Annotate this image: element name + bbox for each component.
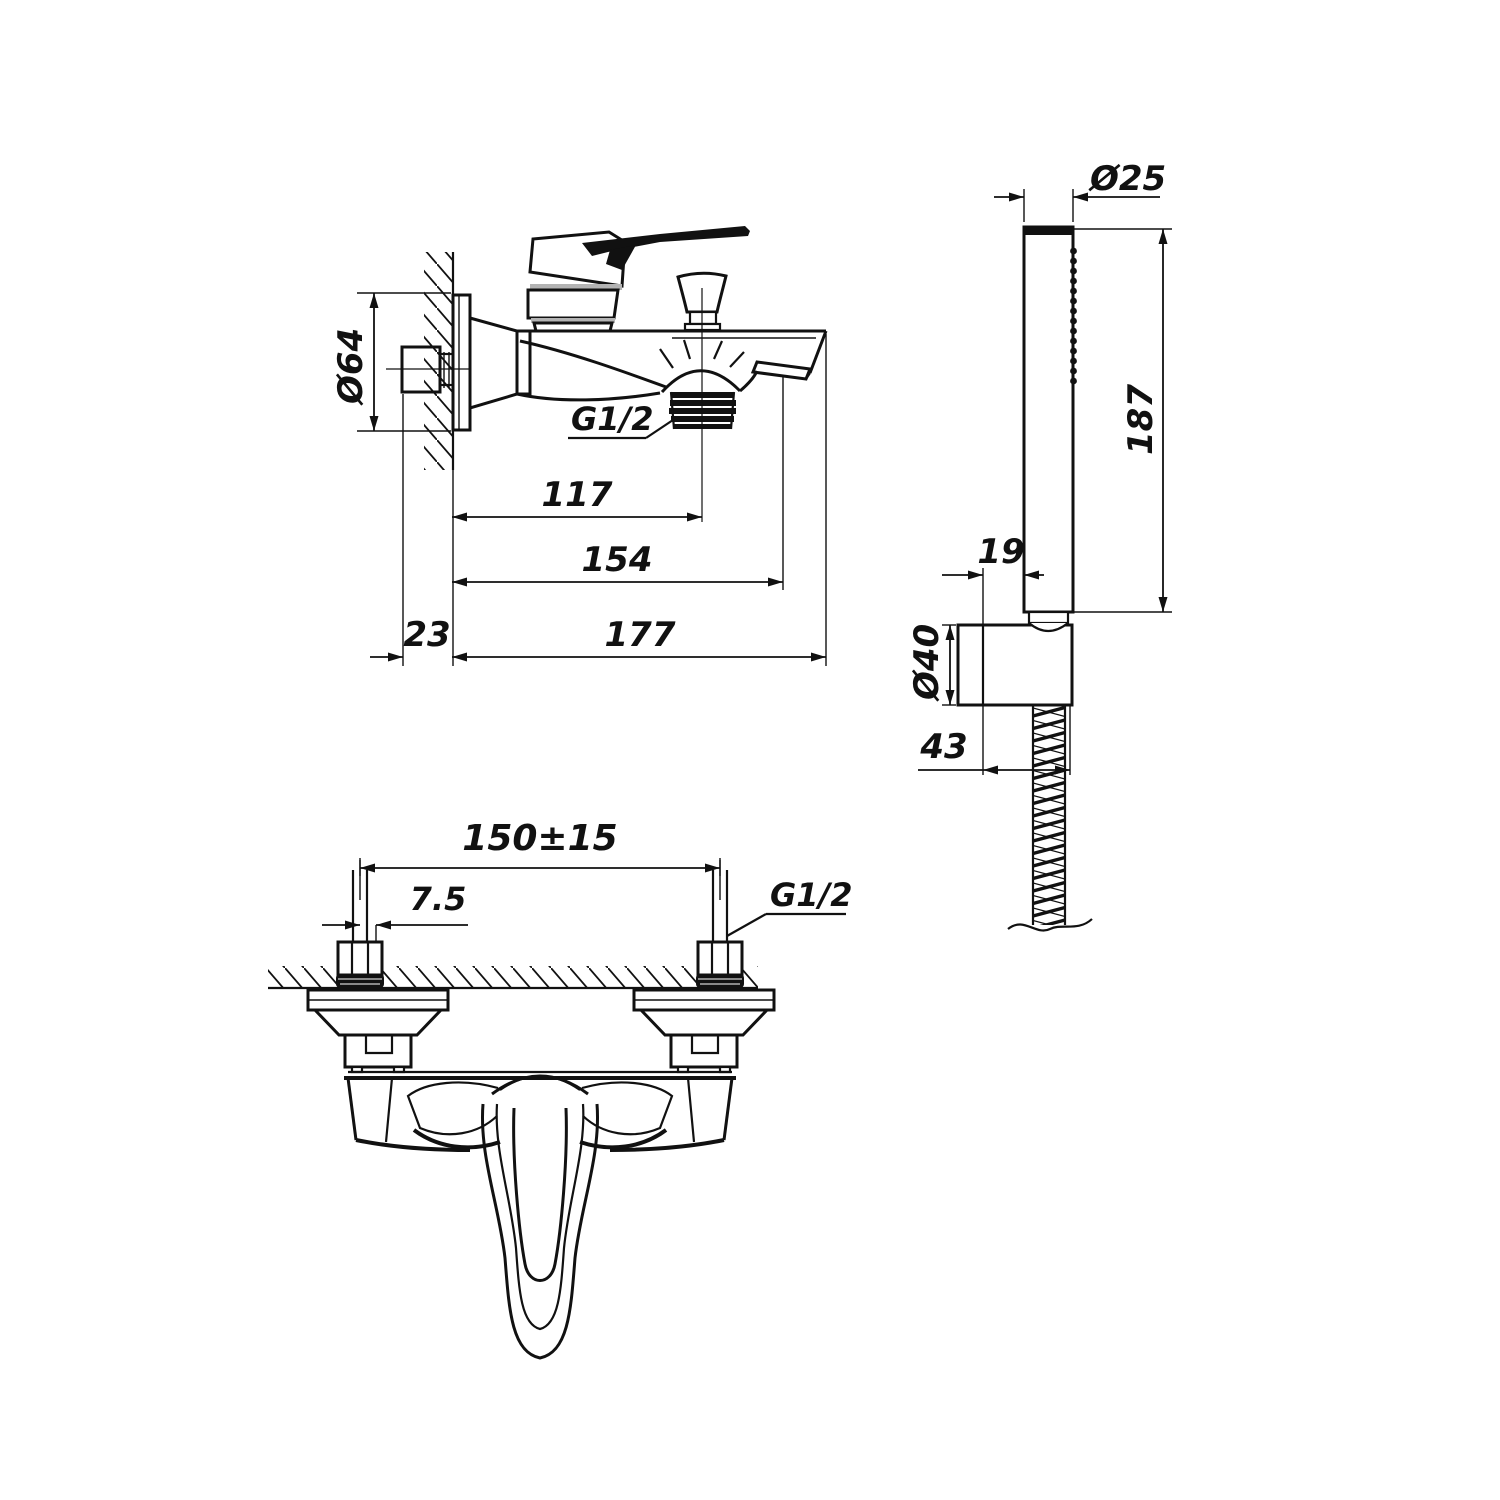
right-inlet-connector xyxy=(632,940,776,1074)
spray-nozzle-dots xyxy=(1070,247,1077,385)
dimension-154: 154 xyxy=(452,376,784,590)
diverter-knob xyxy=(676,271,728,522)
thread-label-side: G1/2 xyxy=(571,400,653,438)
dim-label-7-5: 7.5 xyxy=(410,880,467,918)
front-view-mixer: 150±15 7.5 G1/2 xyxy=(268,818,852,1360)
spout xyxy=(516,329,828,402)
diameter-label-25: Ø25 xyxy=(1088,159,1166,199)
dim-label-187: 187 xyxy=(1121,384,1161,455)
dimension-19: 19 xyxy=(942,532,1044,775)
thread-callout-front: G1/2 xyxy=(726,876,852,937)
left-inlet-connector xyxy=(306,940,450,1074)
dimension-187: 187 xyxy=(1073,228,1172,613)
dimension-7-5: 7.5 xyxy=(322,880,468,930)
shower-hose xyxy=(1007,705,1093,932)
dimension-150: 150±15 xyxy=(359,818,721,876)
side-view-mixer: G1/2 Ø64 117 154 xyxy=(331,226,828,666)
lever-handle xyxy=(582,226,750,270)
dim-label-177: 177 xyxy=(605,615,676,655)
diameter-label-64: Ø64 xyxy=(331,328,371,406)
mixer-body-front xyxy=(344,1070,736,1152)
supply-elbow xyxy=(386,345,470,394)
dim-label-19: 19 xyxy=(977,532,1024,572)
dim-label-23: 23 xyxy=(403,615,450,655)
thread-callout-side: G1/2 xyxy=(568,400,674,440)
dimension-43: 43 xyxy=(918,706,1071,775)
dimension-40: Ø40 xyxy=(907,624,956,706)
wall-section xyxy=(424,252,455,666)
dimension-64: Ø64 xyxy=(331,292,451,432)
dimension-117: 117 xyxy=(452,475,702,522)
dim-label-150: 150±15 xyxy=(462,818,617,859)
thread-label-front: G1/2 xyxy=(770,876,852,914)
shower-wand xyxy=(1022,225,1077,614)
wall-holder xyxy=(956,610,1074,707)
dimension-177-23: 177 23 xyxy=(370,334,827,666)
dim-label-154: 154 xyxy=(582,540,653,580)
dim-label-43: 43 xyxy=(919,727,967,767)
wall-escutcheon xyxy=(451,293,532,432)
hand-shower-view: Ø25 187 19 Ø40 xyxy=(907,159,1172,932)
diameter-label-40: Ø40 xyxy=(907,624,947,702)
lever-handle-front xyxy=(480,1103,600,1360)
dim-label-117: 117 xyxy=(542,475,613,515)
dimension-25: Ø25 xyxy=(994,159,1166,222)
